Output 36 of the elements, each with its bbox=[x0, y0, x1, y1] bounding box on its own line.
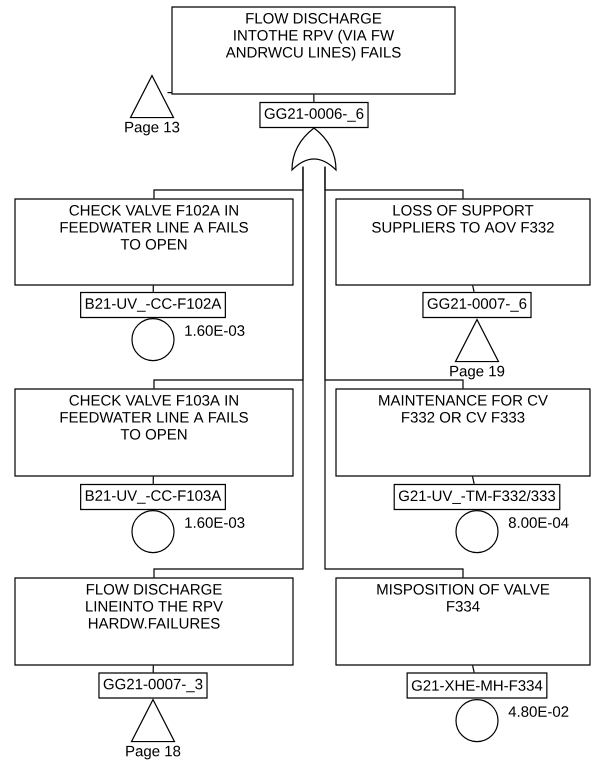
page-reference: Page 13 bbox=[125, 122, 180, 136]
connector-line bbox=[472, 476, 475, 484]
probability-label: 4.80E-02 bbox=[508, 706, 568, 717]
or-gate bbox=[291, 127, 337, 171]
probability-label: 1.60E-03 bbox=[185, 517, 244, 528]
page-reference: Page 18 bbox=[126, 746, 180, 760]
code-box: GG21-0007-_3 bbox=[98, 672, 208, 699]
code-box: G21-UV_-TM-F332/333 bbox=[394, 484, 560, 510]
basic-event-circle bbox=[455, 510, 499, 554]
event-box: LOSS OF SUPPORT SUPPLIERS TO AOV F332 bbox=[335, 198, 591, 286]
connector-line bbox=[152, 286, 154, 292]
code-box: GG21-0007-_6 bbox=[422, 292, 532, 318]
connector-line bbox=[472, 285, 475, 292]
probability-label: 8.00E-04 bbox=[508, 517, 569, 528]
code-box: GG21-0006-_6 bbox=[259, 102, 369, 128]
connector-line bbox=[152, 666, 154, 672]
event-box: FLOW DISCHARGE LINEINTO THE RPV HARDW.FAILURES bbox=[14, 577, 294, 666]
connector-line bbox=[472, 665, 475, 673]
basic-event-circle bbox=[455, 699, 499, 742]
event-box: FLOW DISCHARGE INTOTHE RPV (VIA FW ANDRWCU LINES) FAILS bbox=[171, 6, 456, 95]
page-reference: Page 19 bbox=[450, 366, 504, 380]
event-box: MISPOSITION OF VALVE F334 bbox=[335, 577, 591, 666]
connector-line bbox=[313, 94, 314, 102]
event-box: CHECK VALVE F102A IN FEEDWATER LINE A FAILS TO OPEN bbox=[14, 198, 294, 286]
probability-label: 1.60E-03 bbox=[185, 325, 244, 336]
connector-line bbox=[167, 92, 172, 94]
event-box: MAINTENANCE FOR CV F332 OR CV F333 bbox=[335, 388, 591, 477]
event-box: CHECK VALVE F103A IN FEEDWATER LINE A FAILS TO OPEN bbox=[14, 388, 294, 477]
code-box: B21-UV_-CC-F102A bbox=[80, 292, 226, 318]
connector-line bbox=[152, 476, 154, 484]
basic-event-circle bbox=[131, 318, 175, 362]
basic-event-circle bbox=[131, 510, 175, 554]
connector-line bbox=[153, 166, 304, 578]
connector-line bbox=[324, 166, 464, 578]
code-box: B21-UV_-CC-F103A bbox=[80, 484, 226, 510]
code-box: G21-XHE-MH-F334 bbox=[406, 672, 548, 699]
